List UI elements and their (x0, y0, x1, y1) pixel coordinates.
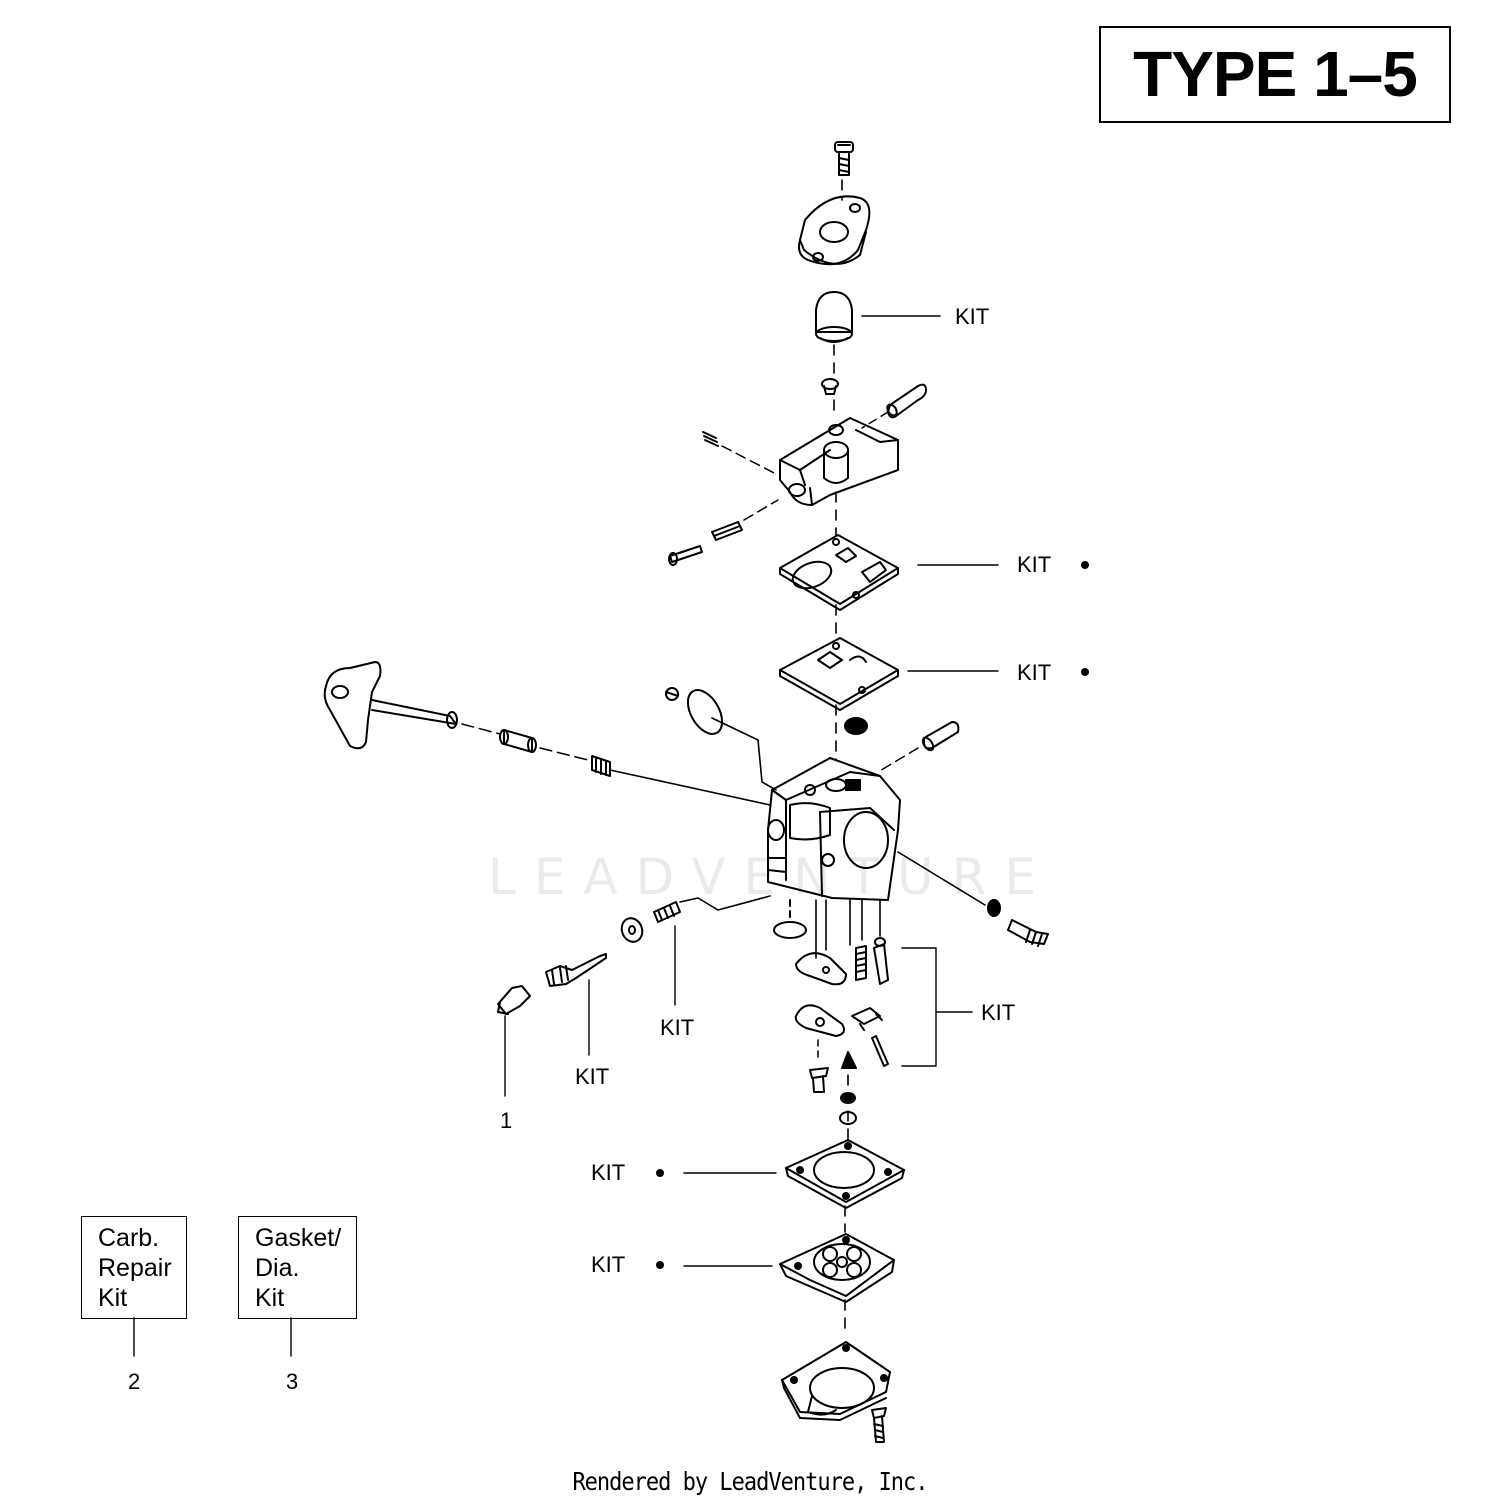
pump-spring-small (702, 431, 719, 447)
top-screw (834, 141, 854, 176)
side-plug (987, 899, 1001, 917)
metering-cover (781, 1341, 891, 1421)
center-axis (833, 179, 849, 1336)
needle-pin (871, 1035, 889, 1067)
primer-bulb (815, 291, 853, 343)
throttle-bushing (499, 729, 537, 753)
inlet-needle (873, 937, 889, 985)
ref-label-3: 3 (286, 1369, 299, 1394)
legend-carb-line-1: Carb. (98, 1224, 160, 1252)
type-badge: TYPE 1–5 (1099, 26, 1451, 123)
pump-body (779, 417, 899, 506)
legend-gasket-dia-kit: Gasket/ Dia. Kit (238, 1216, 357, 1319)
type-label: TYPE 1–5 (1133, 38, 1418, 110)
welch-plug (844, 717, 868, 735)
fuel-screen (841, 1051, 857, 1069)
check-valve (821, 378, 839, 395)
kit-label-primer: KIT (955, 304, 990, 329)
metering-disc (773, 899, 807, 939)
pump-diaphragm (779, 637, 899, 711)
kit-label-needle-spring: KIT (660, 1015, 695, 1040)
legend-gasket-line-2: Dia. (255, 1254, 300, 1282)
limiter-cap (497, 985, 531, 1015)
watermark: LEADVENTURE (488, 848, 1054, 906)
kit-label-needle-group: KIT (981, 1000, 1016, 1025)
inlet-fitting (921, 721, 960, 752)
metering-lever (794, 1004, 845, 1037)
carburetor-body (767, 757, 901, 901)
footer-credit: Rendered by LeadVenture, Inc. (572, 1468, 928, 1497)
ref-label-2: 2 (128, 1369, 141, 1394)
metering-diaphragm (779, 1233, 895, 1303)
metering-lever-cover (795, 952, 847, 986)
fuel-fitting (886, 383, 927, 419)
cover-screw (871, 1407, 887, 1443)
kit-label-metering-gasket: KIT (591, 1160, 626, 1185)
lever-pin (851, 1007, 883, 1031)
legend-carb-line-3: Kit (98, 1284, 128, 1312)
idle-spring (711, 521, 743, 541)
kit-label-mixture-needle: KIT (575, 1064, 610, 1089)
pump-gasket (779, 534, 899, 611)
o-ring-small (839, 1092, 857, 1125)
kit-label-pump-gasket: KIT (1017, 552, 1052, 577)
needle-washer (620, 917, 644, 943)
legend-gasket-line-3: Kit (255, 1284, 285, 1312)
needle-spring (653, 901, 681, 923)
throttle-spring (591, 755, 611, 777)
throttle-plate (665, 687, 724, 735)
legend-gasket-line-1: Gasket/ (255, 1224, 342, 1252)
throttle-lever (323, 661, 458, 750)
legend-carb-line-2: Repair (98, 1254, 172, 1282)
legend-carb-repair-kit: Carb. Repair Kit (81, 1216, 187, 1319)
metering-spring (855, 945, 867, 981)
lever-screw (809, 1067, 829, 1093)
idle-screw (668, 545, 703, 566)
ref-label-1: 1 (500, 1108, 513, 1133)
kit-label-pump-diaphragm: KIT (1017, 660, 1052, 685)
side-screw (1007, 919, 1049, 947)
cover-plate (798, 195, 871, 266)
metering-gasket (785, 1139, 905, 1209)
kit-label-metering-diaphragm: KIT (591, 1252, 626, 1277)
mixture-needle (545, 953, 607, 987)
